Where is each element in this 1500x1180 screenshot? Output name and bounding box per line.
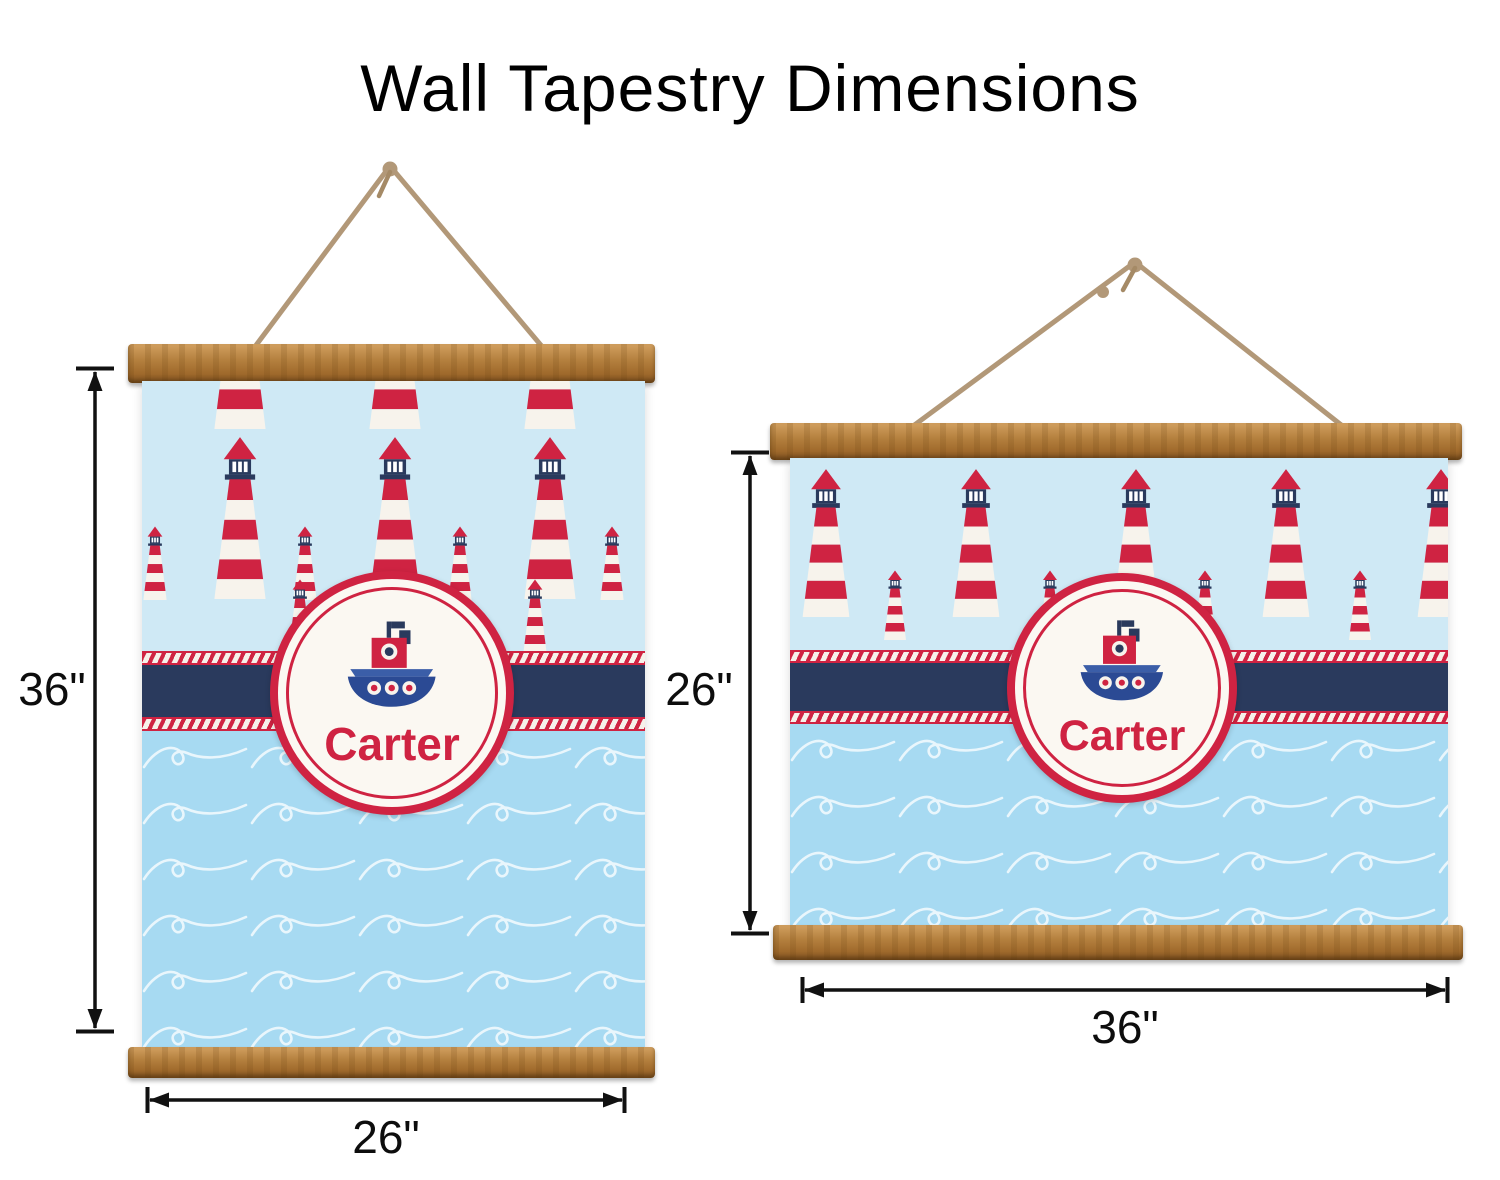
page-title: Wall Tapestry Dimensions — [360, 51, 1140, 125]
tapestry-cloth: Carter — [790, 458, 1448, 935]
width-dimension-label: 36" — [1091, 1001, 1159, 1053]
wood-bar-bottom — [128, 1047, 655, 1078]
height-dimension-arrow — [76, 366, 114, 1034]
wood-bar-top — [770, 423, 1462, 460]
width-dimension-arrow — [800, 977, 1450, 1003]
width-dimension-arrow — [145, 1087, 627, 1113]
wood-bar-top — [128, 344, 655, 383]
tugboat-icon — [329, 619, 454, 719]
name-badge: Carter — [270, 571, 514, 815]
width-dimension-label: 26" — [352, 1111, 420, 1163]
rope-hanger-icon — [242, 161, 552, 362]
rope-hanger-icon — [903, 257, 1347, 435]
badge-name: Carter — [1058, 711, 1186, 760]
height-dimension-label: 36" — [18, 663, 86, 715]
tapestry-cloth: Carter — [142, 381, 645, 1053]
name-badge: Carter — [1007, 573, 1237, 803]
badge-name: Carter — [324, 718, 460, 771]
tugboat-icon — [1063, 618, 1181, 712]
height-dimension-arrow — [731, 450, 769, 936]
height-dimension-label: 26" — [665, 663, 733, 715]
wood-bar-bottom — [773, 925, 1463, 960]
